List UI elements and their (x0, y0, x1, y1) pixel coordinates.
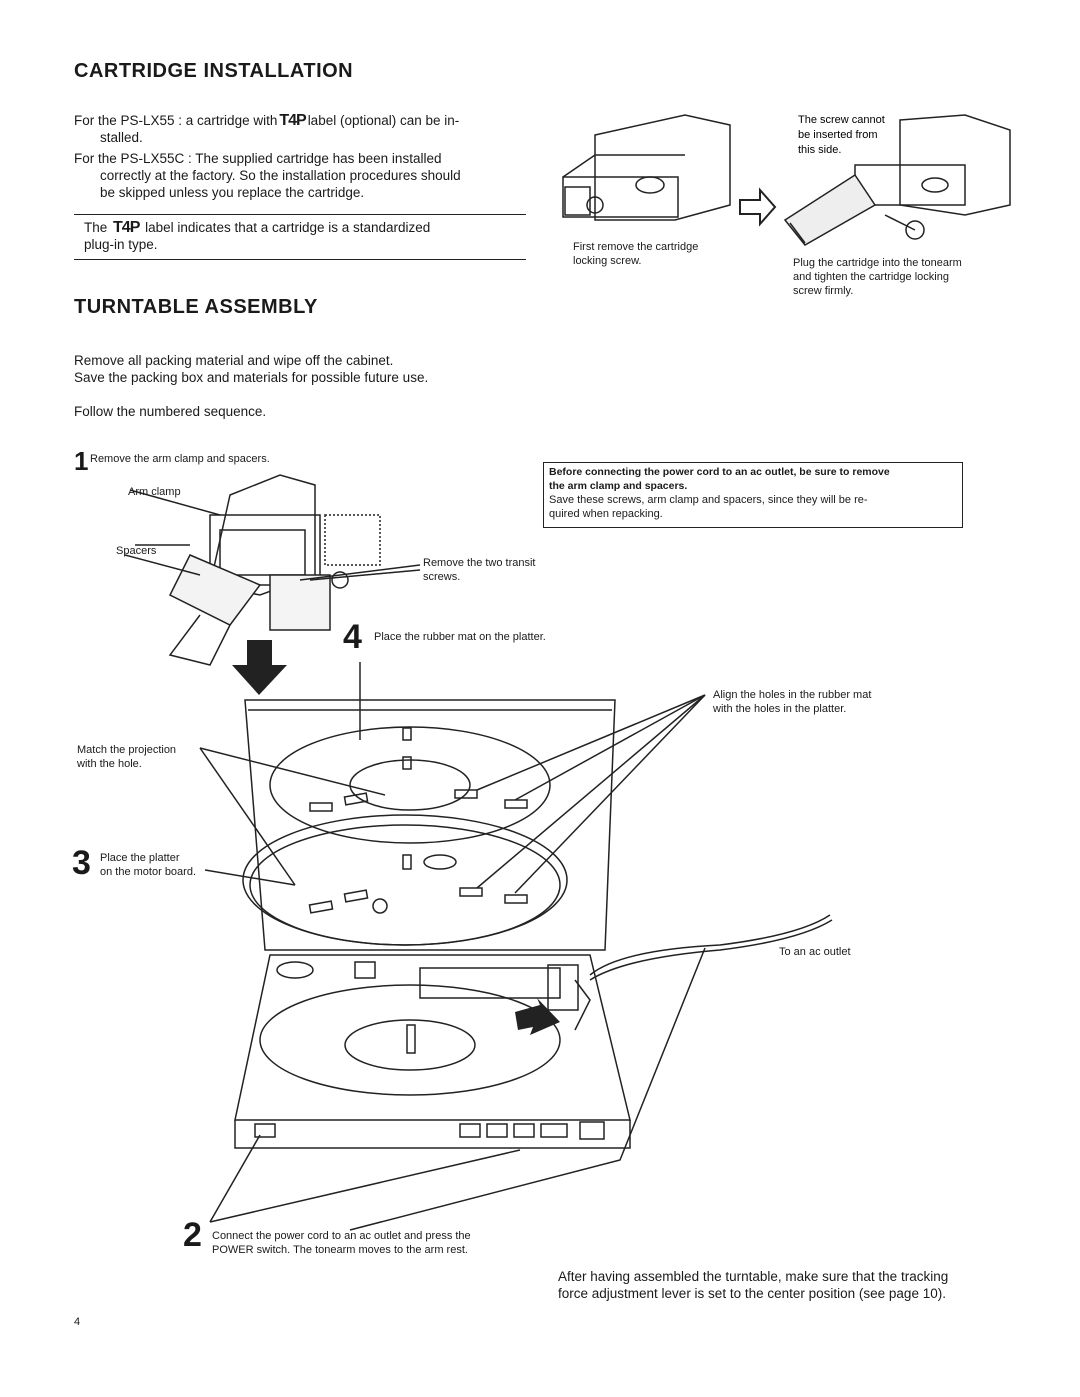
step2-number: 2 (183, 1216, 202, 1254)
lx55c-paragraph: For the PS-LX55C : The supplied cartridg… (74, 150, 544, 201)
fig-screw-cannot-3: this side. (798, 144, 841, 156)
right-arrow-icon (739, 187, 777, 227)
align-holes-label: Align the holes in the rubber mat with t… (713, 688, 871, 716)
assembly-intro: Remove all packing material and wipe off… (74, 352, 428, 386)
fig-screw-cannot-1: The screw cannot (798, 114, 885, 126)
step1-text: Remove the arm clamp and spacers. (90, 453, 270, 465)
cartridge-figure: The screw cannot be inserted from this s… (562, 114, 1011, 246)
follow-sequence: Follow the numbered sequence. (74, 404, 267, 419)
fig-plug-2: and tighten the cartridge locking (793, 271, 949, 283)
step4-text: Place the rubber mat on the platter. (374, 631, 546, 643)
note-line2: plug-in type. (84, 237, 158, 252)
fig-first-remove-2: locking screw. (573, 255, 642, 267)
lx55c-line3: be skipped unless you replace the cartri… (100, 185, 365, 200)
fig-plug: Plug the cartridge into the tonearm and … (793, 256, 962, 298)
spacers-label: Spacers (116, 545, 157, 557)
t4p-note-mark: T4P (113, 219, 140, 236)
transit-screws-label: Remove the two transit screws. (423, 556, 536, 584)
power-switch (254, 1123, 276, 1138)
after-1: After having assembled the turntable, ma… (558, 1269, 949, 1284)
transit-1: Remove the two transit (423, 557, 536, 569)
intro-line2: Save the packing box and materials for p… (74, 370, 429, 385)
arm-clamp-label: Arm clamp (128, 486, 181, 498)
note-prefix: The (84, 220, 108, 235)
intro-line1: Remove all packing material and wipe off… (74, 353, 394, 368)
page-number: 4 (74, 1316, 81, 1328)
step3-line2: on the motor board. (100, 866, 197, 878)
lx55-prefix: For the PS-LX55 : a cartridge with (74, 113, 278, 128)
step2-text: Connect the power cord to an ac outlet a… (212, 1229, 471, 1257)
align-2: with the holes in the platter. (713, 703, 847, 715)
note-suffix: label indicates that a cartridge is a st… (145, 220, 431, 235)
step2-line2: POWER switch. The tonearm moves to the a… (212, 1244, 468, 1256)
align-1: Align the holes in the rubber mat (713, 689, 872, 701)
step3-text: Place the platter on the motor board. (100, 851, 196, 879)
fig-first-remove: First remove the cartridge locking screw… (573, 240, 698, 268)
fig-plug-3: screw firmly. (793, 285, 854, 297)
match-1: Match the projection (77, 744, 177, 756)
lx55c-line1: For the PS-LX55C : The supplied cartridg… (74, 151, 442, 166)
fig-first-remove-1: First remove the cartridge (573, 241, 699, 253)
warning-bold-2: the arm clamp and spacers. (549, 480, 688, 492)
step3-number: 3 (72, 844, 91, 882)
turntable-base (234, 954, 631, 1121)
transit-2: screws. (423, 571, 461, 583)
rubber-mat (269, 726, 551, 844)
cartridge-title: CARTRIDGE INSTALLATION (74, 60, 354, 82)
warning-line-1: Save these screws, arm clamp and spacers… (549, 494, 868, 506)
match-2: with the hole. (77, 758, 142, 770)
lx55-line2: stalled. (100, 130, 143, 145)
ac-outlet-label: To an ac outlet (779, 946, 851, 958)
tonearm-arrow-icon (515, 998, 560, 1035)
tonearm-head-left (562, 114, 731, 221)
tonearm-head-right (783, 114, 1011, 246)
match-projection-label: Match the projection with the hole. (77, 743, 176, 771)
fig-screw-cannot-2: be inserted from (798, 129, 877, 141)
warning-line-2: quired when repacking. (549, 508, 663, 520)
fig-plug-1: Plug the cartridge into the tonearm (793, 257, 962, 269)
step2-line1: Connect the power cord to an ac outlet a… (212, 1230, 471, 1242)
t4p-label-mark: T4P (279, 112, 306, 129)
arm-clamp-figure (124, 474, 421, 666)
lx55-suffix: label (optional) can be in- (307, 113, 460, 128)
step1-number: 1 (74, 446, 89, 476)
warning-box: Before connecting the power cord to an a… (543, 462, 963, 528)
down-arrow-icon (232, 640, 287, 695)
assembly-title: TURNTABLE ASSEMBLY (74, 296, 318, 318)
t4p-note-box: The T4P label indicates that a cartridge… (74, 214, 526, 260)
step4-number: 4 (343, 618, 362, 656)
step3-line1: Place the platter (100, 852, 180, 864)
warning-bold-1: Before connecting the power cord to an a… (549, 466, 890, 478)
lx55c-line2: correctly at the factory. So the install… (100, 168, 461, 183)
after-assembly-paragraph: After having assembled the turntable, ma… (558, 1268, 1018, 1302)
after-2: force adjustment lever is set to the cen… (558, 1286, 946, 1301)
